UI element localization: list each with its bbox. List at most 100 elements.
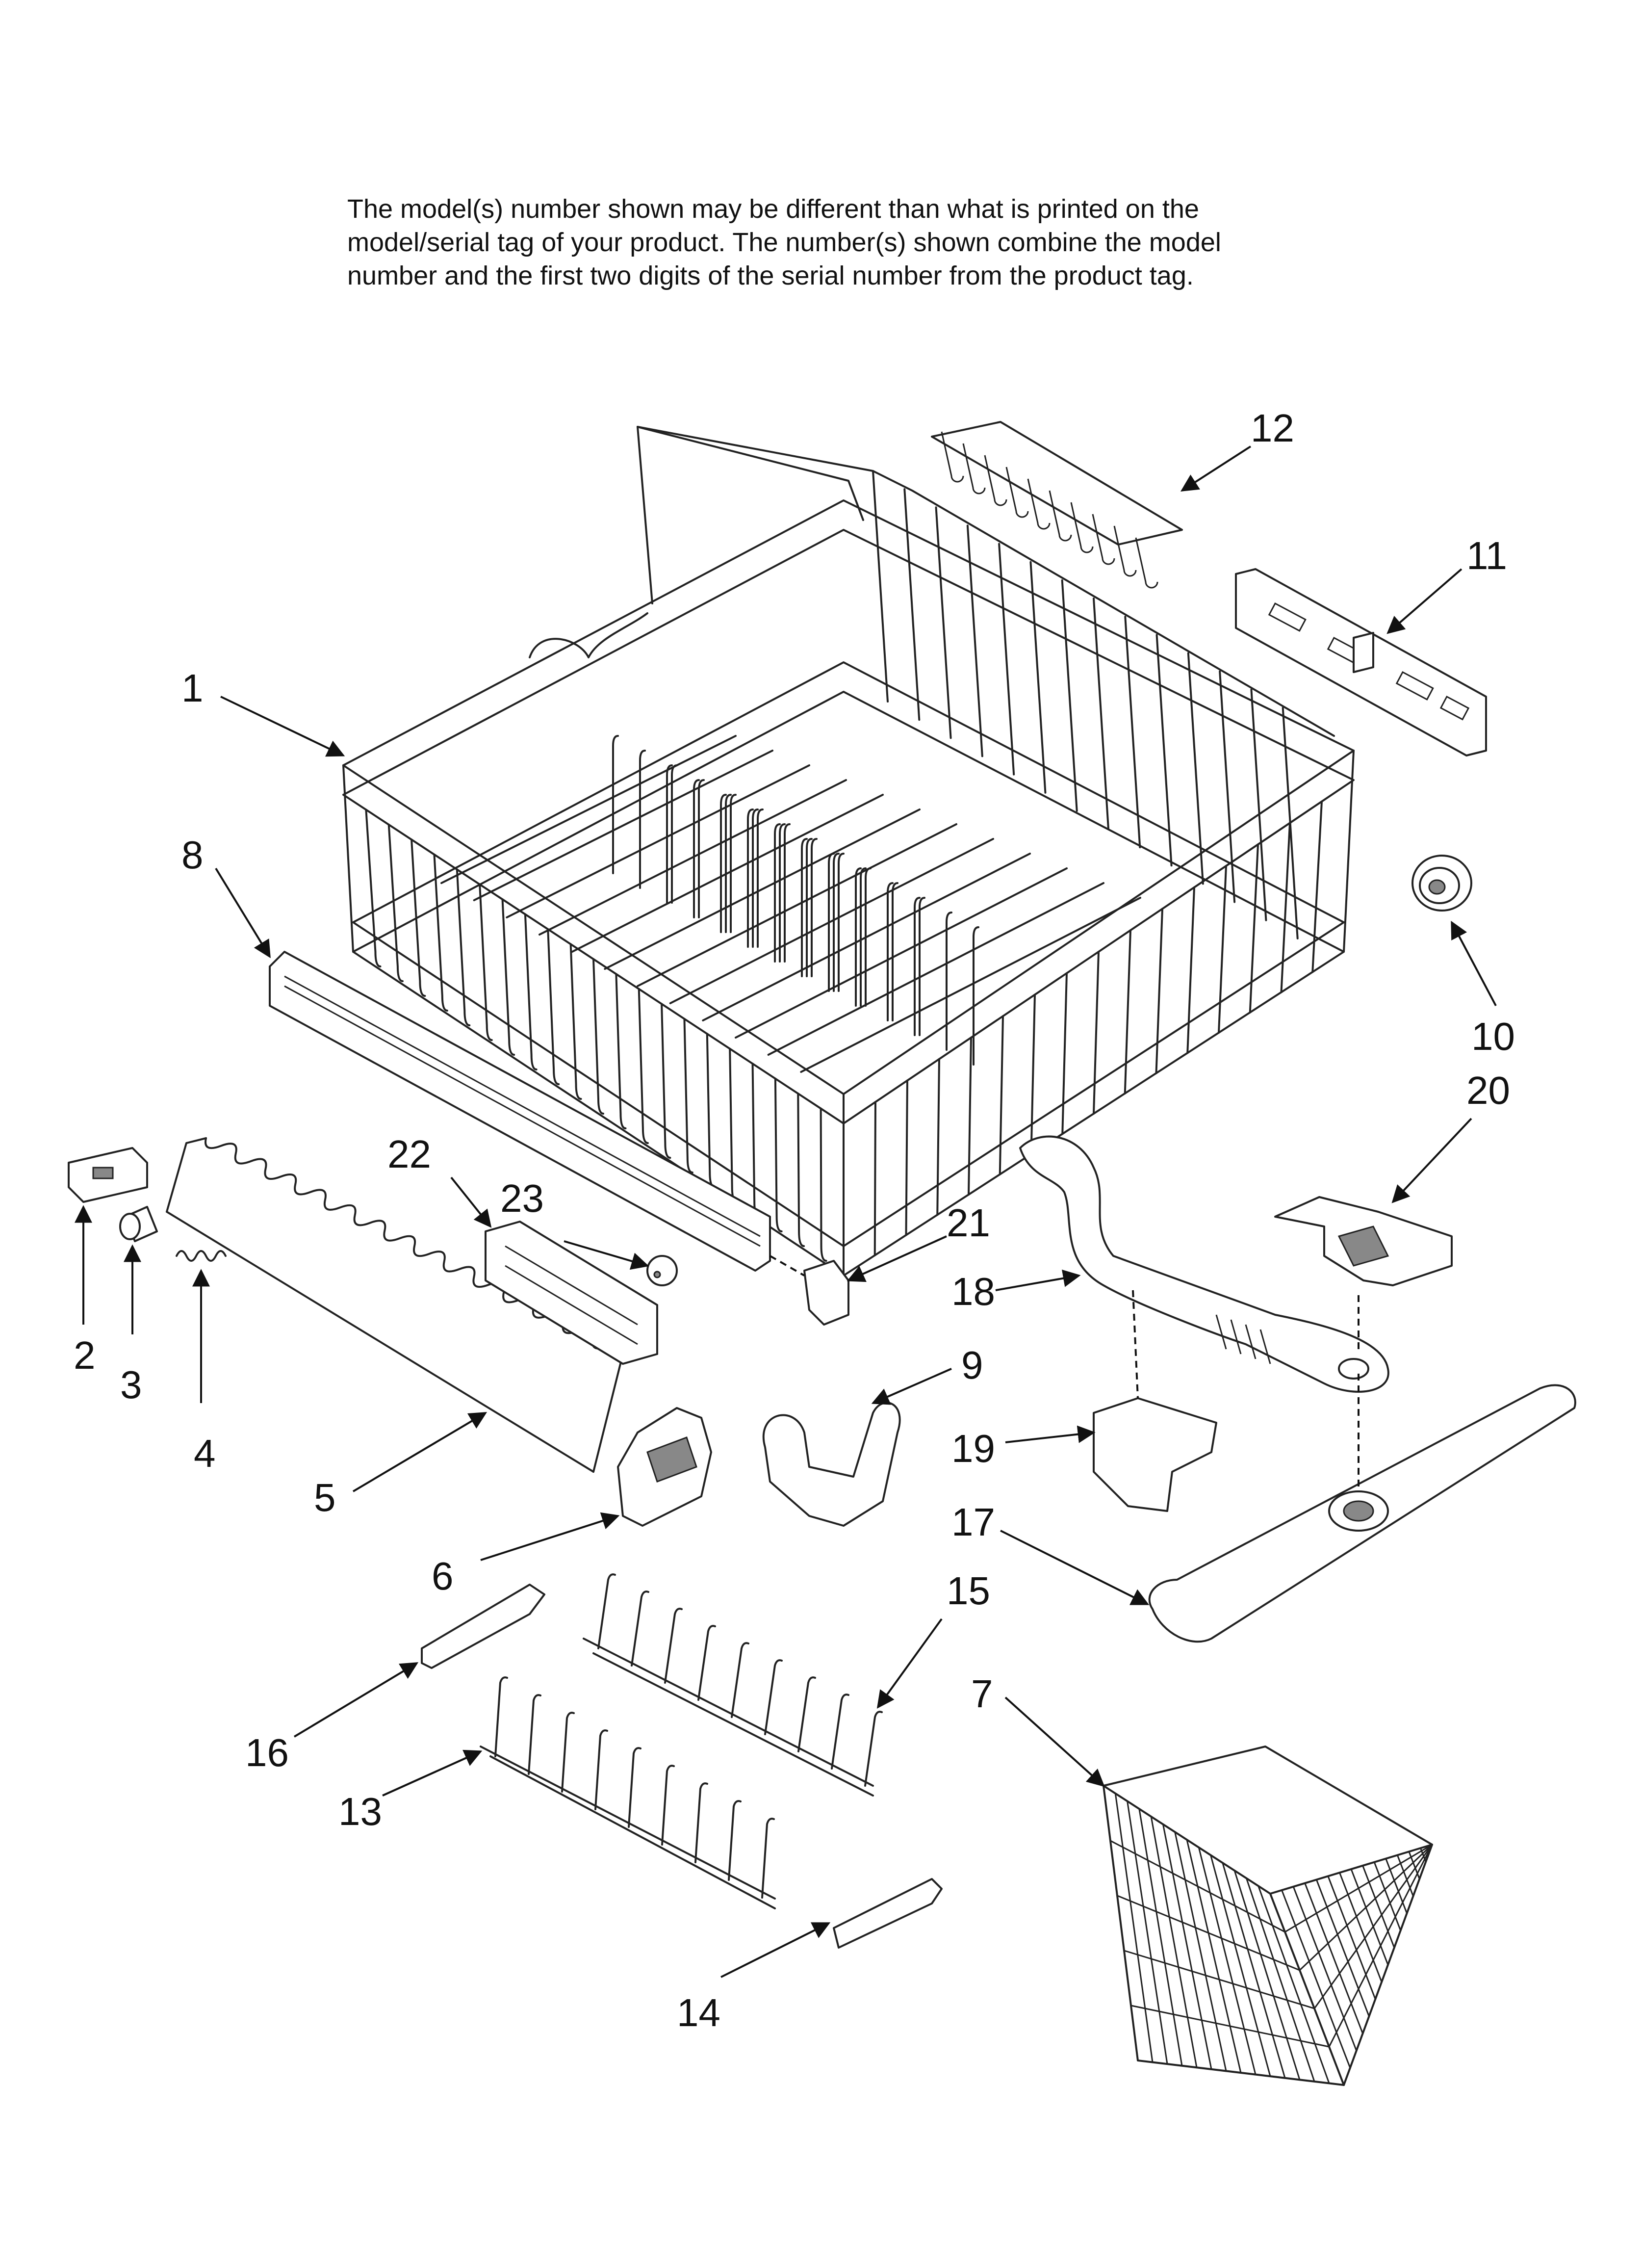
- notice-line: number and the first two digits of the s…: [347, 261, 1194, 290]
- line-art: [797, 1676, 816, 1752]
- line-art: [984, 455, 1007, 506]
- bracket-11: [1235, 568, 1487, 756]
- callout-11: 11: [1466, 534, 1507, 577]
- line-art: [697, 1625, 716, 1701]
- line-art: [694, 1782, 708, 1863]
- tine-row-13: [480, 1676, 776, 1909]
- ball-23: [646, 1255, 678, 1286]
- line-art: [639, 750, 646, 889]
- line-art: [1155, 634, 1173, 867]
- line-art: [806, 838, 813, 977]
- line-art: [1127, 1801, 1168, 2064]
- upper-rack: [342, 426, 1355, 1277]
- line-art: [1373, 1862, 1402, 1931]
- spray-arm-17: [1148, 1374, 1576, 1643]
- line-art: [1114, 1793, 1154, 2062]
- line-art: [1198, 1847, 1257, 2075]
- leader-lines: [75, 445, 1497, 1978]
- callout-1: 1: [181, 666, 204, 710]
- line-art: [1135, 537, 1158, 589]
- line-art: [800, 897, 1141, 1073]
- line-art: [1187, 652, 1204, 885]
- line-art: [1315, 1879, 1370, 2017]
- line-art: [1186, 1839, 1242, 2073]
- callout-9: 9: [961, 1343, 983, 1387]
- line-art: [594, 1729, 608, 1810]
- line-art: [720, 794, 727, 933]
- line-art: [1385, 1858, 1408, 1914]
- line-art: [433, 853, 448, 1012]
- line-art: [811, 838, 818, 977]
- callout-3: 3: [120, 1363, 142, 1407]
- notice-line: The model(s) number shown may be differe…: [347, 194, 1199, 224]
- callout-19: 19: [951, 1427, 995, 1470]
- line-art: [764, 1659, 783, 1735]
- callout-13: 13: [338, 1790, 382, 1833]
- line-art: [666, 764, 673, 904]
- line-art: [946, 912, 952, 1051]
- line-art: [767, 882, 1104, 1056]
- bracket-14: [833, 1878, 943, 1949]
- holder-9: [762, 1402, 901, 1527]
- callout-20: 20: [1466, 1069, 1510, 1112]
- line-art: [706, 1033, 716, 1188]
- line-art: [628, 1747, 641, 1828]
- line-art: [528, 1694, 541, 1775]
- line-art: [683, 1017, 693, 1173]
- callout-21: 21: [947, 1201, 990, 1245]
- callout-23: 23: [500, 1176, 544, 1220]
- line-art: [1396, 1854, 1414, 1897]
- callout-8: 8: [181, 833, 204, 877]
- line-art: [637, 823, 957, 987]
- line-art: [752, 808, 759, 948]
- line-art: [1150, 1816, 1198, 2068]
- line-art: [592, 958, 604, 1115]
- callout-18: 18: [951, 1270, 995, 1313]
- line-art: [612, 735, 619, 874]
- line-art: [797, 1093, 805, 1247]
- callout-22: 22: [387, 1132, 431, 1176]
- adjuster-6: [617, 1407, 712, 1527]
- line-art: [547, 928, 560, 1085]
- line-art: [494, 1676, 508, 1757]
- line-art: [1174, 1831, 1227, 2071]
- callout-16: 16: [245, 1731, 289, 1774]
- callout-4: 4: [194, 1432, 216, 1475]
- line-art: [730, 794, 737, 933]
- callout-10: 10: [1471, 1015, 1515, 1058]
- line-art: [1029, 561, 1047, 794]
- line-art: [751, 1063, 761, 1218]
- line-art: [1124, 1844, 1433, 2009]
- line-art: [365, 808, 382, 967]
- line-art: [941, 431, 964, 483]
- line-art: [440, 735, 737, 884]
- line-art: [999, 1015, 1004, 1175]
- line-art: [1246, 1878, 1315, 2082]
- tine-clip-12: [931, 421, 1183, 589]
- basket-7: [1103, 1746, 1433, 2086]
- line-art: [831, 1694, 849, 1770]
- line-art: [774, 1077, 783, 1232]
- line-art: [1218, 865, 1227, 1034]
- line-art: [1110, 1840, 1433, 1933]
- line-art: [1093, 598, 1109, 830]
- line-art: [1282, 706, 1299, 939]
- line-art: [1250, 688, 1267, 921]
- rail-8: [269, 951, 771, 1272]
- line-art: [669, 838, 994, 1004]
- spray-tube-18: [1019, 1135, 1389, 1393]
- line-art: [1304, 1883, 1363, 2034]
- line-art: [1362, 1865, 1395, 1948]
- line-art: [1311, 800, 1323, 973]
- line-art: [698, 779, 705, 918]
- line-art: [631, 1590, 649, 1667]
- line-art: [1219, 670, 1236, 903]
- notice-text: The model(s) number shown may be differe…: [347, 192, 1328, 292]
- line-art: [1027, 478, 1051, 530]
- line-art: [501, 898, 515, 1056]
- notice-line: model/serial tag of your product. The nu…: [347, 228, 1221, 257]
- line-art: [1222, 1862, 1286, 2079]
- line-art: [387, 823, 404, 982]
- line-art: [1155, 908, 1163, 1074]
- line-art: [1124, 929, 1131, 1095]
